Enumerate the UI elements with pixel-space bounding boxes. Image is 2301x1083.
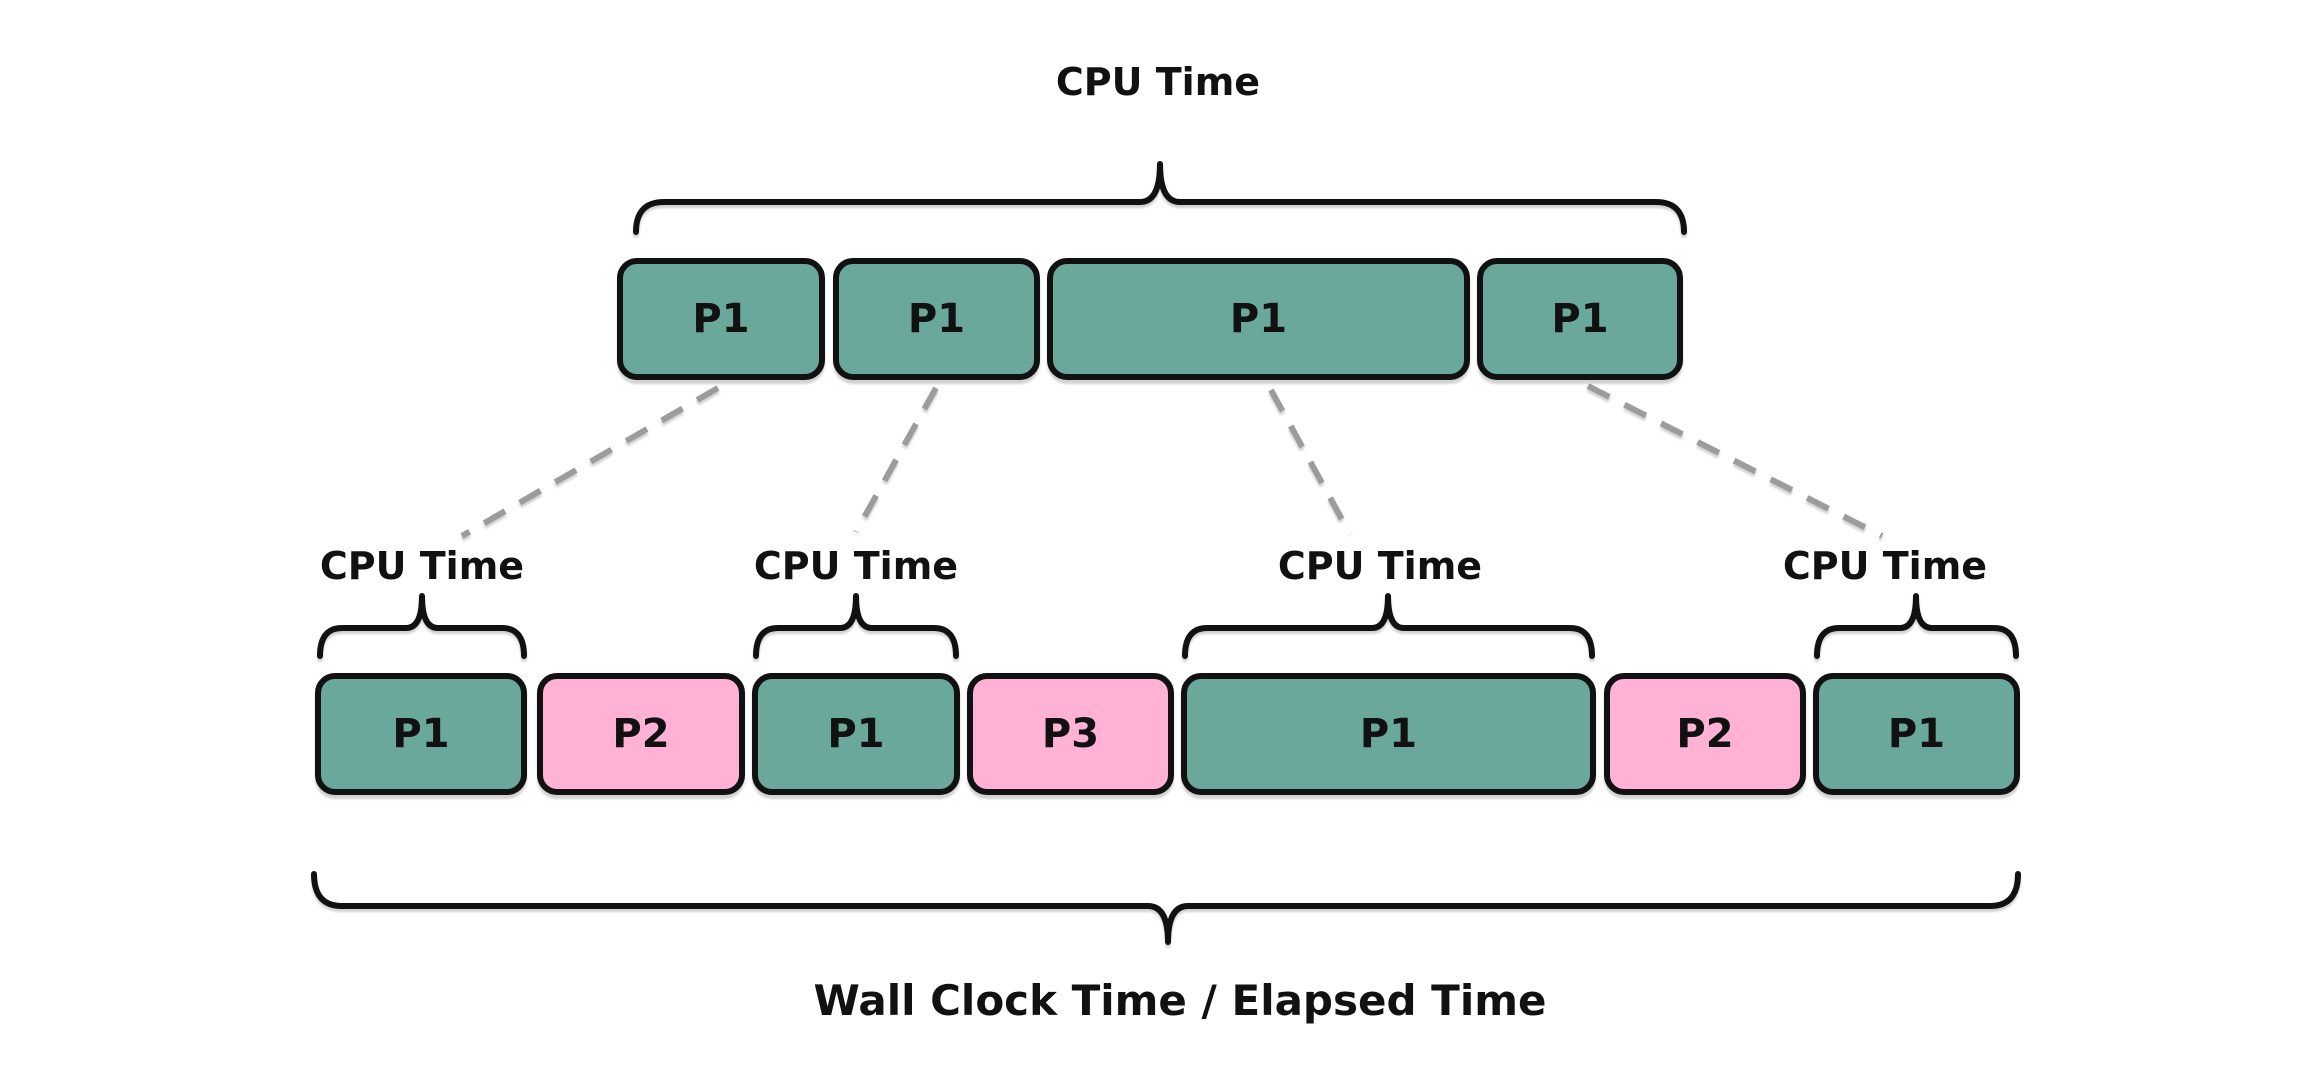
bottom-block-p1-3: P1 bbox=[1181, 673, 1596, 795]
top-block-p1-1: P1 bbox=[617, 258, 825, 380]
connector-line-1 bbox=[460, 385, 720, 539]
bottom-cpu-brace-2 bbox=[753, 593, 959, 659]
top-block-p1-4-label: P1 bbox=[1551, 296, 1609, 342]
bottom-cpu-brace-4 bbox=[1814, 593, 2019, 659]
top-block-p1-1-label: P1 bbox=[692, 296, 750, 342]
top-block-p1-2-label: P1 bbox=[907, 296, 966, 342]
bottom-cpu-time-label-4: CPU Time bbox=[1782, 544, 1988, 588]
connector-line-4 bbox=[1586, 383, 1884, 539]
top-block-p1-3-label: P1 bbox=[1229, 296, 1288, 342]
bottom-cpu-time-label-2: CPU Time bbox=[753, 544, 959, 588]
bottom-block-p2-1: P2 bbox=[537, 673, 745, 795]
bottom-block-p2-1-label: P2 bbox=[612, 711, 670, 757]
bottom-block-p1-4: P1 bbox=[1813, 673, 2020, 795]
wall-clock-brace bbox=[311, 871, 2021, 945]
bottom-block-p1-1: P1 bbox=[315, 673, 527, 795]
bottom-block-p1-2-label: P1 bbox=[827, 711, 885, 757]
top-cpu-time-brace bbox=[633, 161, 1687, 235]
top-block-p1-3: P1 bbox=[1047, 258, 1470, 380]
bottom-block-p3: P3 bbox=[967, 673, 1174, 795]
bottom-block-p1-2: P1 bbox=[752, 673, 960, 795]
bottom-block-p2-2-label: P2 bbox=[1676, 711, 1734, 757]
bottom-block-p3-label: P3 bbox=[1041, 711, 1100, 757]
top-cpu-time-label: CPU Time bbox=[1055, 60, 1261, 104]
top-block-p1-4: P1 bbox=[1477, 258, 1683, 380]
bottom-cpu-time-label-1: CPU Time bbox=[319, 544, 525, 588]
bottom-cpu-time-label-3: CPU Time bbox=[1277, 544, 1483, 588]
bottom-cpu-brace-1 bbox=[317, 593, 527, 659]
bottom-block-p1-1-label: P1 bbox=[392, 711, 450, 757]
bottom-cpu-brace-3 bbox=[1182, 593, 1595, 659]
bottom-block-p1-4-label: P1 bbox=[1887, 711, 1946, 757]
bottom-block-p1-3-label: P1 bbox=[1359, 711, 1418, 757]
connector-line-3 bbox=[1268, 388, 1353, 536]
top-block-p1-2: P1 bbox=[833, 258, 1040, 380]
bottom-block-p2-2: P2 bbox=[1604, 673, 1806, 795]
connector-line-2 bbox=[853, 386, 939, 534]
wall-clock-time-label: Wall Clock Time / Elapsed Time bbox=[813, 976, 1547, 1025]
